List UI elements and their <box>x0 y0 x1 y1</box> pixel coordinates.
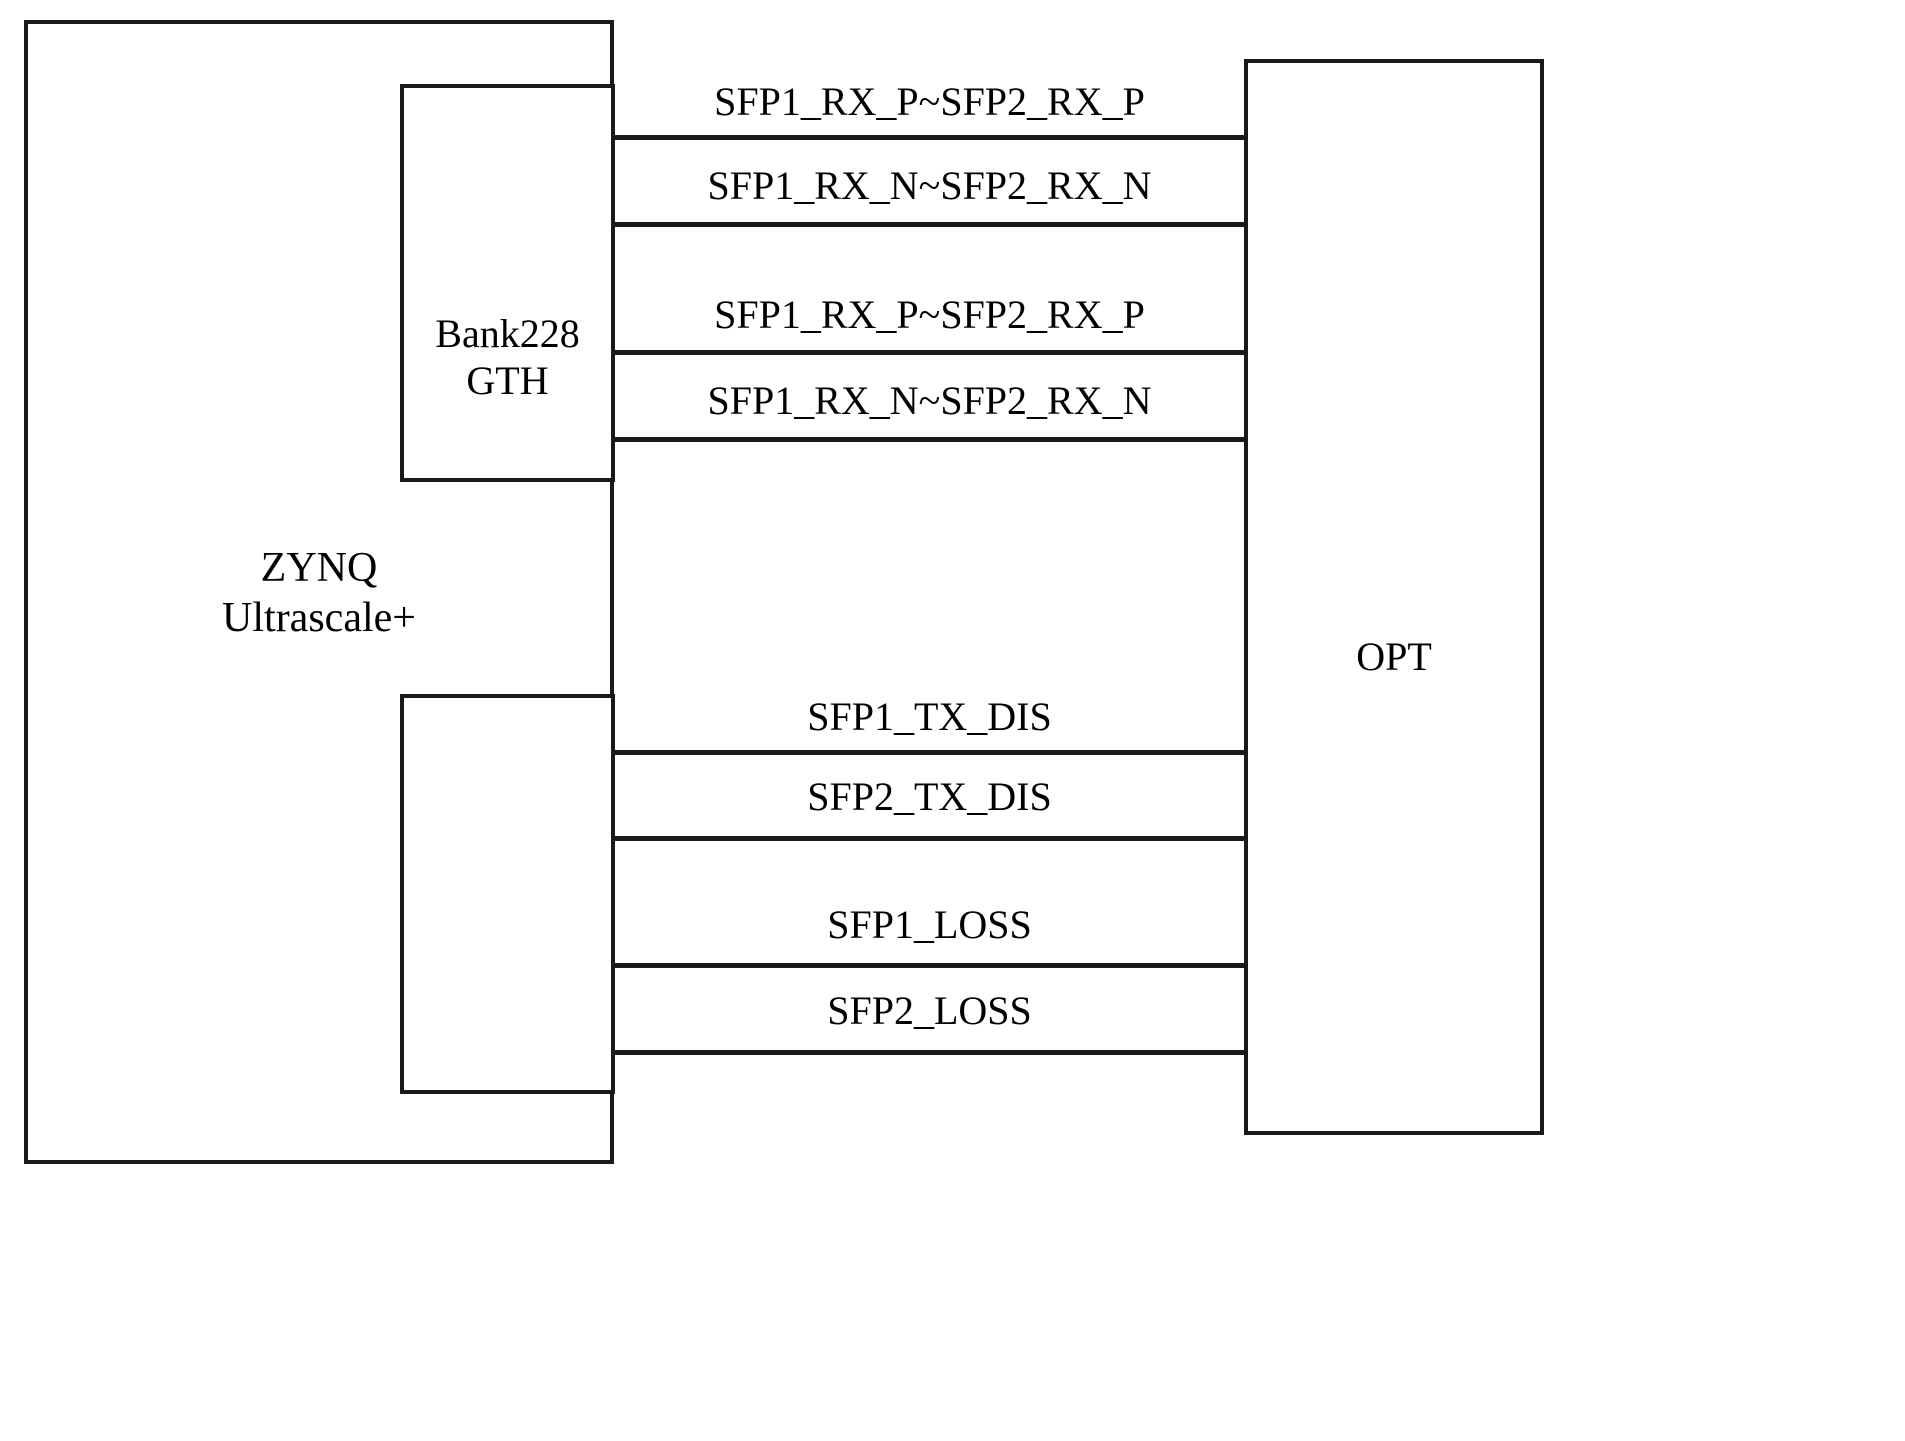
bus-line-top-4 <box>611 437 1248 442</box>
bus-label-sfp2-tx-dis: SFP2_TX_DIS <box>807 774 1052 819</box>
bus-line-bottom-1 <box>611 750 1248 755</box>
opt-block: OPT <box>1244 59 1544 1135</box>
bus-label-sfp-rx-n-lower: SFP1_RX_N~SFP2_RX_N <box>707 378 1152 423</box>
opt-block-label: OPT <box>1356 634 1432 679</box>
bus-label-sfp1-loss: SFP1_LOSS <box>827 902 1032 947</box>
bus-label-sfp-rx-n-upper: SFP1_RX_N~SFP2_RX_N <box>707 163 1152 208</box>
bus-line-bottom-4 <box>611 1050 1248 1055</box>
bus-line-top-2 <box>611 222 1248 227</box>
bus-label-sfp2-loss: SFP2_LOSS <box>827 988 1032 1033</box>
bank228-gth-block: Bank228 GTH <box>400 84 615 482</box>
bus-line-top-1 <box>611 135 1248 140</box>
bus-label-sfp1-tx-dis: SFP1_TX_DIS <box>807 694 1052 739</box>
bank228-gth-label: Bank228 GTH <box>435 311 580 404</box>
bus-line-bottom-2 <box>611 836 1248 841</box>
bus-line-bottom-3 <box>611 963 1248 968</box>
bus-label-sfp-rx-p-lower: SFP1_RX_P~SFP2_RX_P <box>714 292 1145 337</box>
zynq-block-label: ZYNQ Ultrascale+ <box>222 545 416 641</box>
bus-label-sfp-rx-p-upper: SFP1_RX_P~SFP2_RX_P <box>714 79 1145 124</box>
bank50-block: Bank50 <box>400 694 615 1094</box>
bus-line-top-3 <box>611 350 1248 355</box>
